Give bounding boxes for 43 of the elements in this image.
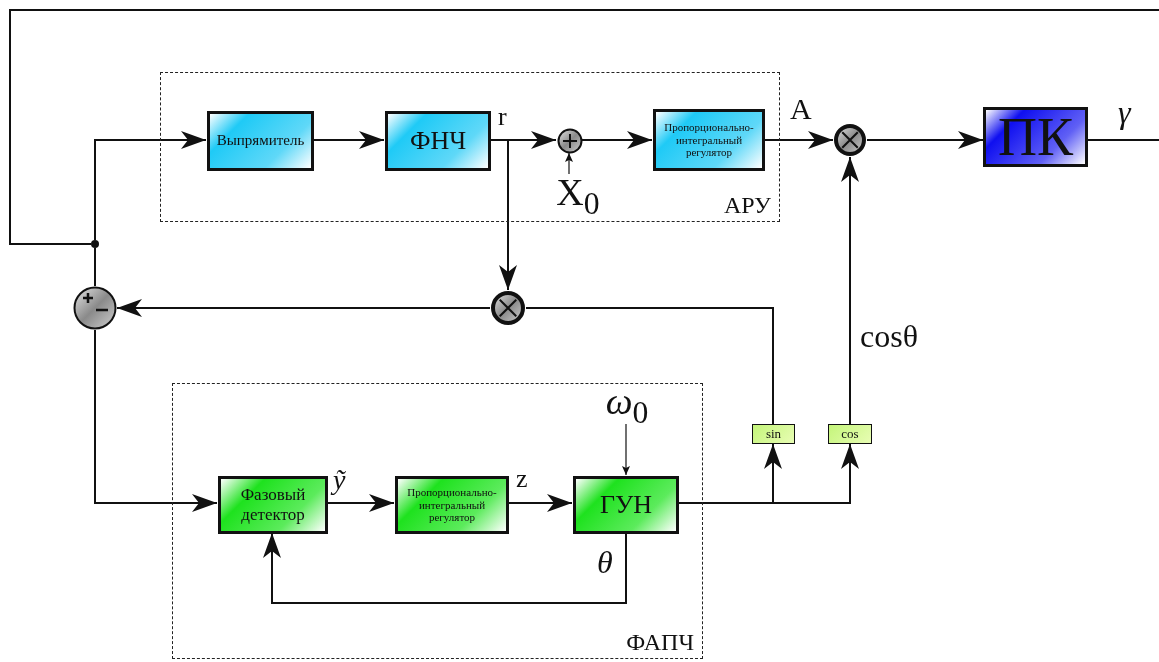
group-title: АРУ <box>723 192 771 219</box>
signal-arrow <box>866 131 984 149</box>
signal-arrow <box>507 494 573 512</box>
signal-arrow <box>581 131 653 149</box>
process-block: Пропорционально-интегральный регулятор <box>653 109 765 171</box>
edge-label: A <box>790 94 812 124</box>
group-title: ФАПЧ <box>626 629 694 656</box>
multiplier-circle <box>833 123 867 157</box>
process-block: ГУН <box>573 476 679 534</box>
process-block: Фазовый детектор <box>218 476 328 534</box>
signal-arrow <box>312 131 385 149</box>
signal-arrow <box>565 152 573 175</box>
signal-arrow <box>94 131 207 241</box>
input-symbol: ω$_{0}$ <box>599 385 655 425</box>
dashed-group-frame <box>172 383 703 659</box>
signal-arrow <box>263 532 627 604</box>
process-block: ФНЧ <box>385 111 491 171</box>
signal-arrow <box>116 299 491 317</box>
signal-arrow <box>94 329 218 512</box>
signal-line <box>1087 139 1159 141</box>
process-block: ПК <box>983 107 1088 167</box>
signal-arrow <box>622 423 630 476</box>
summing-junction <box>557 128 583 154</box>
signal-arrow <box>841 156 859 425</box>
edge-label: θ <box>597 546 613 578</box>
signal-arrow <box>763 131 834 149</box>
input-symbol: X$_{0}$ <box>551 175 605 217</box>
process-block: Пропорционально-интегральный регулятор <box>395 476 509 534</box>
function-block: sin <box>752 424 795 444</box>
signal-arrow <box>326 494 395 512</box>
edge-label: γ <box>1118 96 1131 128</box>
signal-line <box>9 9 1159 245</box>
edge-label: cosθ <box>860 320 918 352</box>
edge-label: r <box>498 104 507 130</box>
edge-label: z <box>516 466 528 492</box>
signal-line <box>94 247 96 287</box>
function-block: cos <box>828 424 872 444</box>
dashed-group-frame <box>160 72 780 222</box>
subtractor-circle <box>73 286 117 330</box>
process-block: Выпрямитель <box>207 111 314 171</box>
junction-dot <box>91 240 99 248</box>
multiplier-circle <box>490 290 526 326</box>
signal-line <box>525 307 774 425</box>
